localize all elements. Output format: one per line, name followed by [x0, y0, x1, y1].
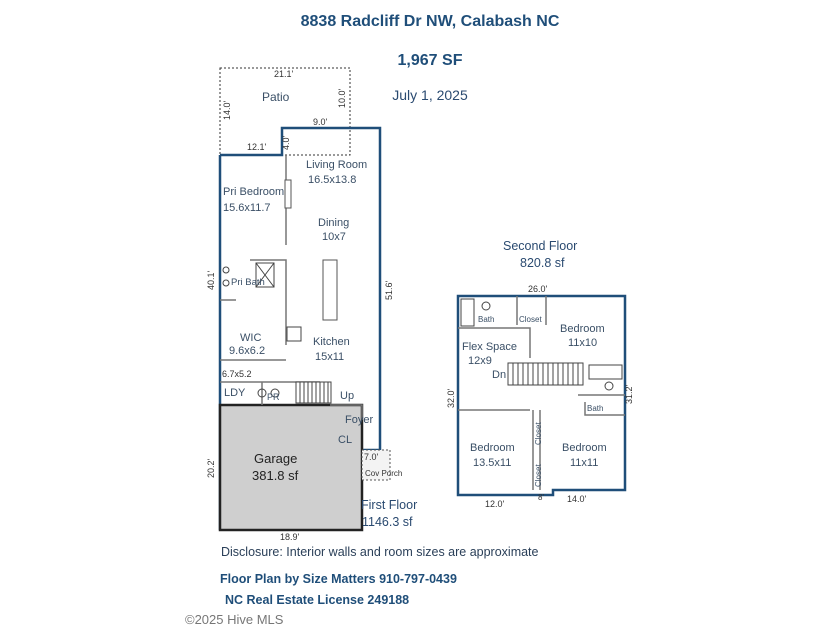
dim-right: 31.2' — [624, 384, 634, 404]
stairs-up-label: Up — [340, 390, 354, 402]
room-kitchen: Kitchen — [313, 336, 350, 348]
stairs-icon — [295, 381, 332, 404]
room-wic: WIC — [240, 332, 261, 344]
second-floor-area: 820.8 sf — [520, 256, 565, 270]
room-pri-bath: Pri Bath — [231, 277, 265, 288]
cov-porch-area — [361, 449, 391, 481]
garage-area — [218, 403, 364, 532]
first-floor-area: 1146.3 sf — [362, 515, 413, 529]
room-wic-size: 9.6x6.2 — [229, 345, 265, 357]
dim-top: 26.0' — [528, 284, 548, 294]
room-patio: Patio — [262, 90, 290, 104]
room-closet-3: Closet — [534, 464, 543, 487]
credit-text: Floor Plan by Size Matters 910-797-0439 — [220, 572, 457, 586]
first-floor-plan: Patio Living Room 16.5x13.8 Pri Bedroom … — [206, 67, 417, 542]
room-ldy-size: 6.7x5.2 — [222, 369, 252, 379]
first-floor-title: First Floor — [361, 498, 417, 512]
room-kitchen-size: 15x11 — [315, 351, 344, 363]
room-bedroom-3: Bedroom — [562, 442, 607, 454]
dim-left: 40.1' — [206, 270, 216, 290]
dim-garage-width: 18.9' — [280, 532, 300, 542]
bathtub-icon — [588, 364, 623, 380]
room-garage: Garage — [254, 451, 297, 466]
room-bedroom-3-size: 11x11 — [570, 457, 598, 469]
room-ldy: LDY — [224, 387, 246, 399]
dim-9: 9.0' — [313, 117, 328, 127]
room-flex: Flex Space — [462, 341, 517, 353]
address-title: 8838 Radcliff Dr NW, Calabash NC — [300, 13, 560, 30]
room-cov-porch: Cov Porch — [365, 469, 402, 478]
bathtub-icon — [460, 298, 475, 327]
dim-12: 12.1' — [247, 142, 267, 152]
second-floor-title: Second Floor — [503, 239, 577, 253]
dim-patio-height: 14.0' — [222, 100, 232, 120]
room-pri-bedroom: Pri Bedroom — [223, 186, 284, 198]
room-pri-bedroom-size: 15.6x11.7 — [223, 202, 271, 214]
dim-patio-right: 10.0' — [337, 88, 347, 108]
disclosure-text: Disclosure: Interior walls and room size… — [221, 545, 539, 559]
room-bedroom-2: Bedroom — [470, 442, 515, 454]
dim-right: 51.6' — [384, 280, 394, 300]
second-floor-plan: Second Floor 820.8 sf Bath Closet Bedroo… — [446, 239, 634, 509]
room-garage-size: 381.8 sf — [252, 468, 299, 483]
room-pr: PR — [267, 392, 280, 402]
stove-icon — [286, 326, 302, 342]
dim-bottom-1: 12.0' — [485, 499, 505, 509]
room-living: Living Room — [306, 159, 367, 171]
dim-patio-width: 21.1' — [274, 69, 294, 79]
dim-garage-height: 20.2' — [206, 458, 216, 478]
stairs-icon — [507, 362, 584, 386]
room-bath-2: Bath — [587, 404, 603, 413]
room-flex-size: 12x9 — [468, 355, 492, 367]
room-bedroom-1: Bedroom — [560, 323, 605, 335]
stairs-down-label: Dn — [492, 369, 506, 381]
license-text: NC Real Estate License 249188 — [225, 593, 410, 607]
toilet-icon — [604, 381, 614, 391]
watermark: ©2025 Hive MLS — [185, 612, 284, 627]
toilet-icon — [270, 388, 280, 398]
room-cl: CL — [338, 434, 352, 446]
room-dining: Dining — [318, 217, 349, 229]
patio-area — [219, 67, 351, 156]
dim-porch-width: 7.0' — [364, 452, 379, 462]
shower-x-icon — [255, 262, 275, 288]
second-floor-walls — [456, 294, 627, 497]
sink-icon — [257, 388, 267, 398]
interior-walls-2 — [458, 296, 625, 490]
room-closet-1: Closet — [519, 315, 542, 324]
dim-bottom-2: 8' — [538, 493, 544, 502]
room-closet-2: Closet — [534, 422, 543, 445]
room-living-size: 16.5x13.8 — [308, 174, 356, 186]
room-bath-1: Bath — [478, 315, 494, 324]
island-icon — [322, 259, 338, 321]
total-sf: 1,967 SF — [397, 52, 463, 69]
dim-bottom-3: 14.0' — [567, 494, 587, 504]
plan-date: July 1, 2025 — [392, 87, 468, 103]
dim-left: 32.0' — [446, 388, 456, 408]
toilet-icon — [481, 301, 491, 311]
room-bedroom-2-size: 13.5x11 — [473, 457, 511, 469]
dim-4: 4.0' — [281, 135, 291, 150]
room-foyer: Foyer — [345, 414, 373, 426]
room-dining-size: 10x7 — [322, 231, 346, 243]
room-bedroom-1-size: 11x10 — [568, 337, 597, 349]
sink-icon — [222, 279, 230, 287]
fireplace-icon — [284, 179, 292, 209]
sink-icon — [222, 266, 230, 274]
